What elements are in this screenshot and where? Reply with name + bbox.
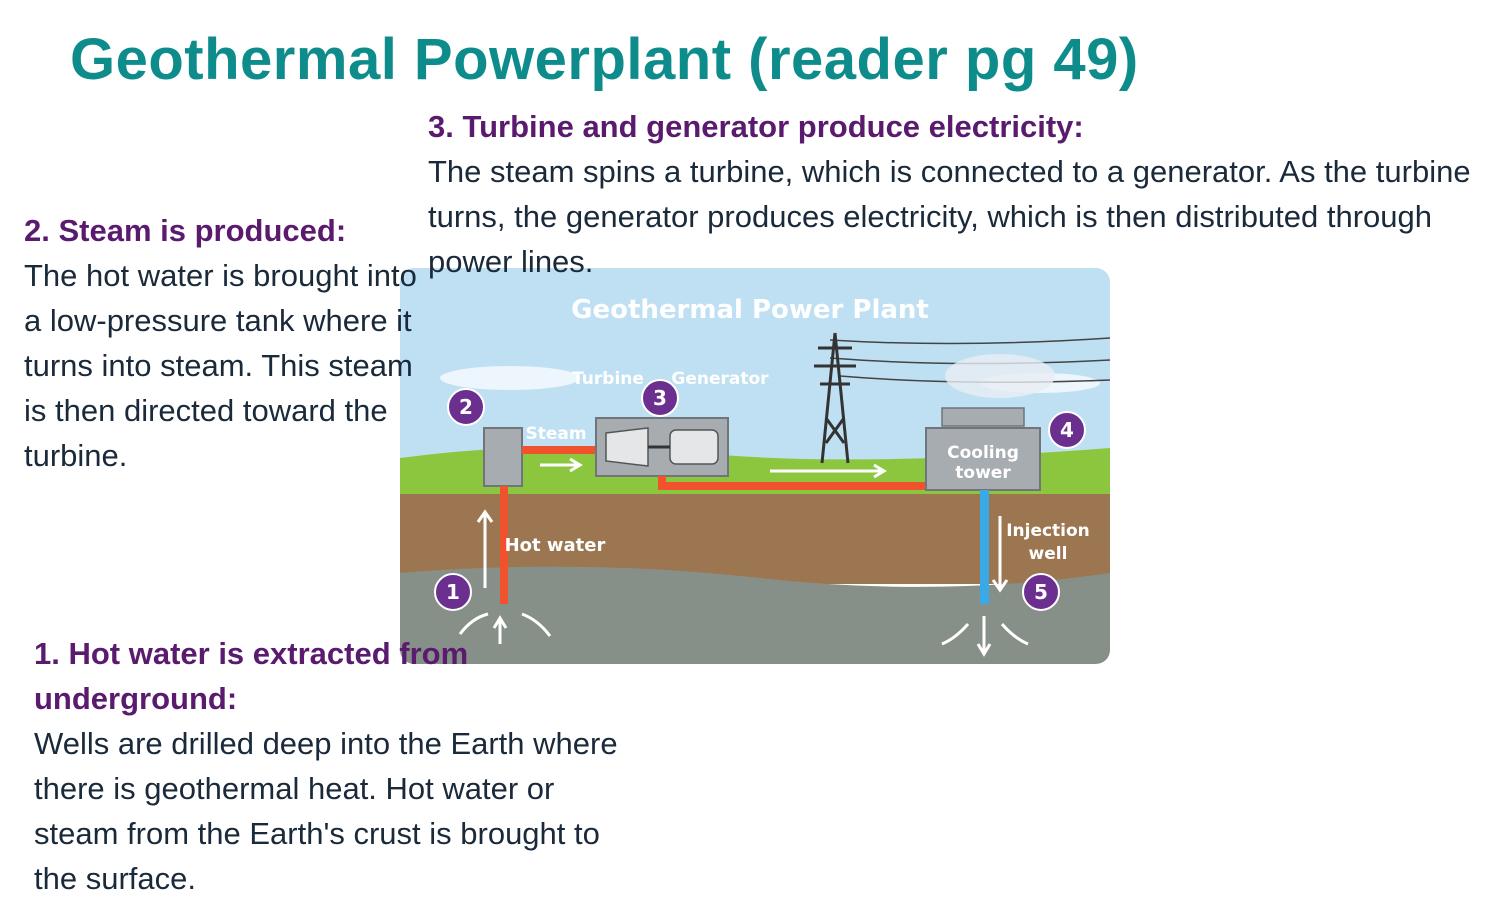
geothermal-diagram: Geothermal Power Plant Turbine Generator… xyxy=(400,268,1110,664)
step-3-body: The steam spins a turbine, which is conn… xyxy=(428,154,1471,279)
step-1-heading: 1. Hot water is extracted from undergrou… xyxy=(34,636,469,716)
cooling-tower-label-line1: Cooling xyxy=(947,443,1019,463)
steam-label: Steam xyxy=(525,424,586,444)
step-2-heading: 2. Steam is produced: xyxy=(24,213,347,248)
badge-3: 3 xyxy=(641,379,679,417)
hot-water-pipe xyxy=(500,486,508,604)
svg-text:3: 3 xyxy=(653,386,667,410)
diagram-canvas: Geothermal Power Plant Turbine Generator… xyxy=(400,268,1110,664)
slide-title: Geothermal Powerplant (reader pg 49) xyxy=(70,27,1139,92)
step-3-heading: 3. Turbine and generator produce electri… xyxy=(428,109,1084,144)
svg-text:5: 5 xyxy=(1034,580,1048,604)
svg-text:1: 1 xyxy=(446,580,460,604)
cooling-tower-label-line2: tower xyxy=(955,463,1011,483)
step-3-text-block: 3. Turbine and generator produce electri… xyxy=(428,104,1488,284)
steam-pipe xyxy=(522,446,596,454)
steam-tank xyxy=(483,427,523,487)
turbine xyxy=(605,427,649,467)
pylon xyxy=(814,332,856,464)
turbine-label: Turbine xyxy=(572,369,644,389)
return-pipe xyxy=(658,476,928,490)
cooling-fan-grill xyxy=(941,407,1025,427)
step-1-body: Wells are drilled deep into the Earth wh… xyxy=(34,726,618,896)
generator xyxy=(669,429,719,465)
flow-arrows xyxy=(458,457,1029,657)
step-2-body: The hot water is brought into a low-pres… xyxy=(24,258,417,473)
badge-1: 1 xyxy=(434,573,472,611)
generator-label: Generator xyxy=(671,369,769,389)
badge-4: 4 xyxy=(1048,411,1086,449)
diagram-title: Geothermal Power Plant xyxy=(571,295,929,325)
hot-water-label: Hot water xyxy=(505,535,606,556)
svg-text:2: 2 xyxy=(459,395,473,419)
step-1-text-block: 1. Hot water is extracted from undergrou… xyxy=(34,631,634,901)
rock-layer xyxy=(400,566,1110,664)
injection-well-label-line2: well xyxy=(1029,544,1068,564)
vapour-plume xyxy=(945,354,1055,398)
svg-text:4: 4 xyxy=(1060,418,1074,442)
badge-2: 2 xyxy=(447,388,485,426)
injection-well-label-line1: Injection xyxy=(1006,521,1090,541)
step-2-text-block: 2. Steam is produced: The hot water is b… xyxy=(24,208,424,478)
injection-pipe xyxy=(980,490,989,604)
badge-5: 5 xyxy=(1022,573,1060,611)
